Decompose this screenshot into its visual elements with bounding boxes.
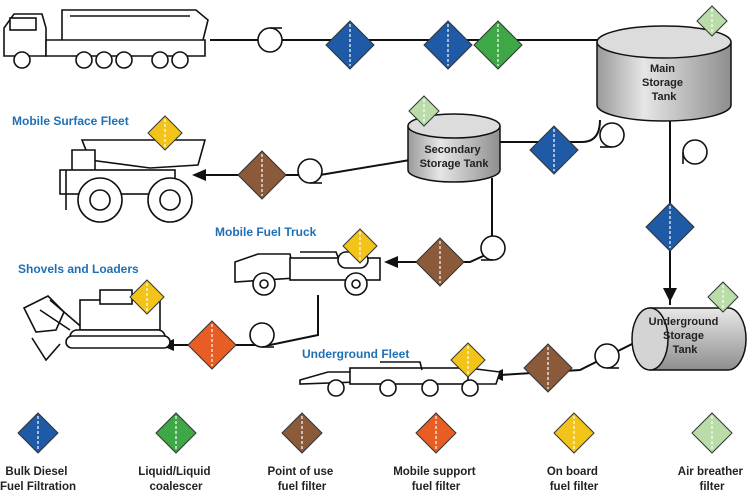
legend-item-mobile-support: Mobile support fuel filter <box>393 466 479 493</box>
underground-tank-label: Underground Storage Tank <box>649 316 722 356</box>
legend-point-of-use-icon <box>281 412 323 454</box>
bulk-diesel-filter-icon <box>325 20 375 70</box>
legend-liquid-coalescer-icon <box>155 412 197 454</box>
pump-icon <box>480 235 506 261</box>
main-storage-tank: Main Storage Tank <box>596 25 732 122</box>
underground-loader-icon <box>299 361 502 397</box>
legend-item-on-board: On board fuel filter <box>547 466 601 493</box>
legend-label: Air breather filter <box>678 466 746 493</box>
underground-storage-tank: Underground Storage Tank <box>631 307 747 371</box>
flow-lines <box>168 39 671 376</box>
flow-line-main-to-secondary <box>500 119 601 143</box>
mobile-support-filter-icon <box>187 320 237 370</box>
point-of-use-filter-icon <box>237 150 287 200</box>
bulk-diesel-filter-icon <box>645 202 695 252</box>
pump-icon <box>249 322 275 348</box>
air-breather-filter-icon <box>696 5 728 37</box>
arrowhead-to-surface <box>192 169 206 181</box>
tanker-truck-icon <box>3 9 209 69</box>
legend-label: Mobile support fuel filter <box>393 466 479 493</box>
air-breather-filter-icon <box>707 281 739 313</box>
mobile-fuel-truck-label: Mobile Fuel Truck <box>215 225 317 239</box>
secondary-tank-label: Secondary Storage Tank <box>420 144 490 170</box>
haul-truck-icon <box>59 139 207 223</box>
legend-label: Liquid/Liquid coalescer <box>138 466 213 493</box>
pump-icon <box>682 139 708 165</box>
main-tank-label: Main Storage Tank <box>642 63 686 103</box>
pump-icon <box>257 27 283 53</box>
fleet-labels: Mobile Surface Fleet Mobile Fuel Truck S… <box>12 114 409 361</box>
legend-air-breather-icon <box>691 412 733 454</box>
legend-on-board-icon <box>553 412 595 454</box>
shovels-and-loaders-label: Shovels and Loaders <box>18 262 139 276</box>
air-breather-filter-icon <box>408 95 440 127</box>
legend-mobile-support-icon <box>415 412 457 454</box>
pump-icon <box>594 343 620 369</box>
legend-bulk-diesel-icon <box>17 412 59 454</box>
pump-icon <box>297 158 323 184</box>
bulk-diesel-filter-icon <box>529 125 579 175</box>
secondary-storage-tank: Secondary Storage Tank <box>407 113 501 183</box>
legend: Bulk Diesel Fuel Filtration Liquid/Liqui… <box>0 466 746 493</box>
legend-item-bulk-diesel: Bulk Diesel Fuel Filtration <box>0 466 76 493</box>
mobile-surface-fleet-label: Mobile Surface Fleet <box>12 114 129 128</box>
on-board-filter-icon <box>129 279 165 315</box>
point-of-use-filter-icon <box>523 343 573 393</box>
legend-label: On board fuel filter <box>547 466 601 493</box>
liquid-coalescer-filter-icon <box>473 20 523 70</box>
legend-item-air-breather: Air breather filter <box>678 466 746 493</box>
filter-diamonds <box>17 5 739 454</box>
bulk-diesel-filter-icon <box>423 20 473 70</box>
point-of-use-filter-icon <box>415 237 465 287</box>
underground-fleet-label: Underground Fleet <box>302 347 409 361</box>
legend-item-liquid-coalescer: Liquid/Liquid coalescer <box>138 466 213 493</box>
flow-line-underground-to-ugfleet <box>499 339 641 376</box>
legend-item-point-of-use: Point of use fuel filter <box>267 466 336 493</box>
flow-line-fueltruck-to-shovels <box>168 295 319 346</box>
pumps <box>249 27 708 369</box>
legend-label: Bulk Diesel Fuel Filtration <box>0 466 76 493</box>
arrowhead-to-underground <box>663 288 677 302</box>
pump-icon <box>599 122 625 148</box>
on-board-filter-icon <box>342 228 378 264</box>
arrowhead-to-fueltruck <box>384 256 398 268</box>
legend-label: Point of use fuel filter <box>267 466 336 493</box>
on-board-filter-icon <box>450 342 486 378</box>
on-board-filter-icon <box>147 115 183 151</box>
